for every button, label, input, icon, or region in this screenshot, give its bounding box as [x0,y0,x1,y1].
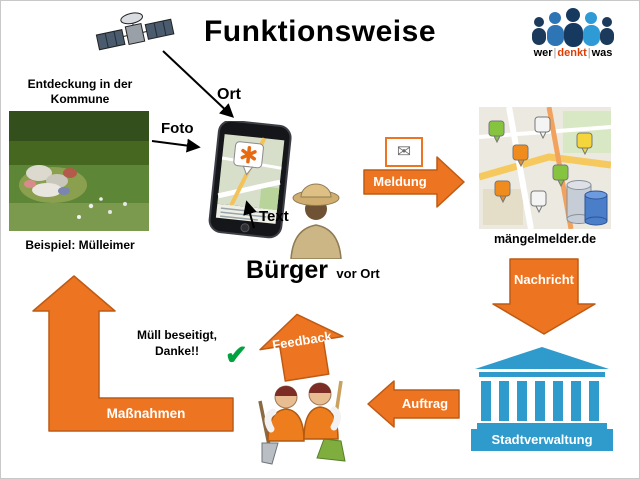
citizen-label: Bürger vor Ort [246,256,380,285]
ort-label: Ort [217,86,241,103]
envelope-icon: ✉ [396,142,412,161]
trash-photo [9,111,149,231]
maengelmelder-label: mängelmelder.de [493,232,597,246]
city-hall-icon [475,347,609,429]
database-icon [566,180,608,226]
map-markers [488,116,593,214]
feedback-arrow [259,313,344,382]
discovery-caption: Entdeckung in der Kommune [27,77,133,106]
broom-icon [316,438,346,462]
stadtverwaltung-label: Stadtverwaltung [471,429,613,451]
citizen-name: Bürger [246,256,328,284]
meldung-arrow [363,156,465,208]
auftrag-label: Auftrag [401,396,449,411]
maengelmelder-map [479,107,611,229]
cap-icon [309,383,331,393]
smartphone [208,121,292,239]
citizen-figure [290,183,342,259]
massnahmen-arrow [32,275,234,432]
auftrag-arrow [367,380,460,428]
foto-label: Foto [161,120,194,137]
trash-pile [24,165,127,219]
shovel-icon [261,442,279,465]
person-silhouette [532,8,614,47]
cap-icon [275,386,297,396]
marker-bubble [233,141,264,176]
logo-wer: wer [533,47,553,59]
logo-was: was [591,47,613,59]
logo-separator: | [553,47,557,59]
logo-people-icon [532,8,614,47]
workers-figure [258,380,346,465]
satellite-icon [95,12,175,51]
logo-wordmark: wer|denkt|was [525,47,621,59]
werdenktwas-logo: wer|denkt|was [525,7,621,59]
asterisk-icon [240,146,257,164]
logo-separator: | [587,47,591,59]
nachricht-label: Nachricht [514,272,574,287]
text-label: Text [259,208,289,225]
logo-denkt: denkt [557,47,587,59]
meldung-label: Meldung [373,174,427,189]
massnahmen-label: Maßnahmen [106,406,186,421]
check-icon: ✔ [225,340,248,370]
example-caption: Beispiel: Mülleimer [25,238,135,252]
nachricht-arrow [492,258,596,335]
columns [481,381,599,421]
page-title: Funktionsweise [203,15,437,48]
feedback-note: Müll beseitigt, Danke!! [136,328,217,358]
citizen-suffix: vor Ort [336,266,380,281]
envelope-box: ✉ [385,137,423,167]
